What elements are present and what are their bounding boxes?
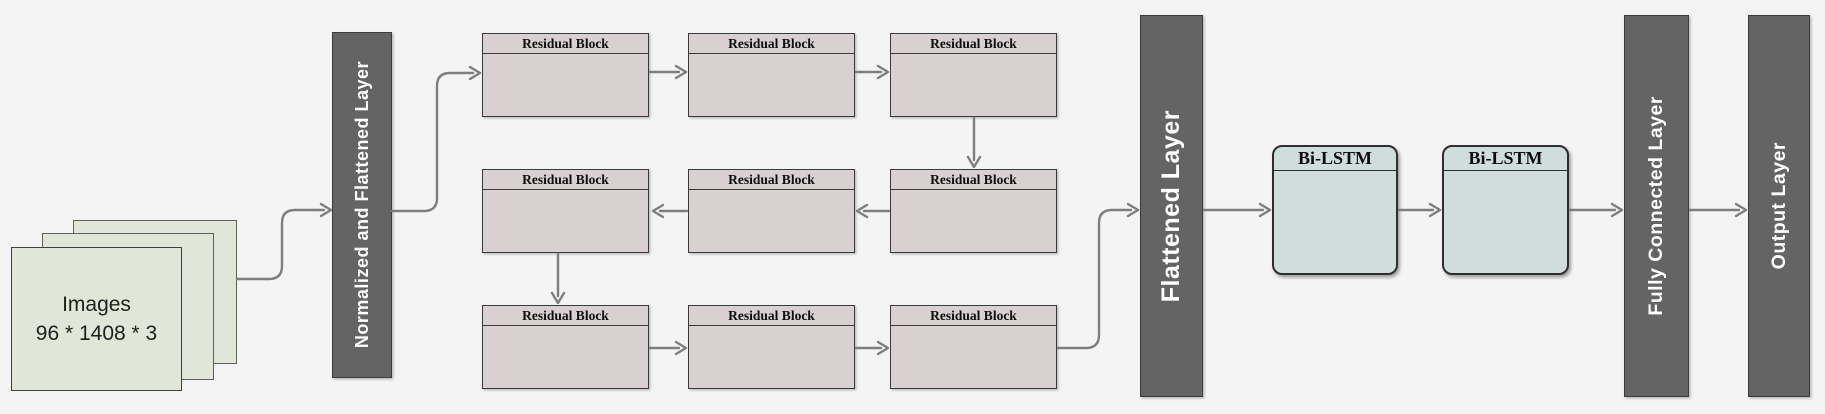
arrow-fully-connected-to-output [1688,202,1748,218]
residual-block-title: Residual Block [483,170,648,190]
residual-block-r2c2: Residual Block [688,169,855,253]
residual-block-title: Residual Block [891,170,1056,190]
residual-block-r3c2: Residual Block [688,305,855,389]
bilstm-title: Bi-LSTM [1274,147,1396,171]
residual-block-r3c1: Residual Block [482,305,649,389]
output-layer-bar: Output Layer [1748,15,1810,397]
arrow-r3c1-to-r3c2 [648,340,688,356]
output-layer-label: Output Layer [1767,142,1790,270]
residual-block-title: Residual Block [891,306,1056,326]
arrow-r2c3-to-r2c2 [855,203,891,219]
residual-block-title: Residual Block [689,34,854,54]
input-dimensions: 96 * 1408 * 3 [35,322,158,345]
residual-block-r1c3: Residual Block [890,33,1057,117]
arrow-flattened-to-bilstm1 [1202,202,1272,218]
residual-block-r2c3: Residual Block [890,169,1057,253]
arrow-normalized-to-residual-r1c1 [390,65,482,213]
residual-block-title: Residual Block [891,34,1056,54]
arrow-r2c2-to-r2c1 [651,203,689,219]
arrow-r3c2-to-r3c3 [854,340,890,356]
arrow-r1c2-to-r1c3 [854,64,890,80]
residual-block-r2c1: Residual Block [482,169,649,253]
flattened-layer-bar: Flattened Layer [1140,15,1203,397]
normalized-flattened-layer-bar: Normalized and Flattened Layer [332,32,392,378]
arrow-bilstm1-to-bilstm2 [1397,202,1442,218]
residual-block-r3c3: Residual Block [890,305,1057,389]
fully-connected-layer-label: Fully Connected Layer [1645,96,1667,316]
flattened-layer-label: Flattened Layer [1157,109,1185,303]
residual-block-title: Residual Block [689,170,854,190]
arrow-r1c3-down-to-r2c3 [966,116,982,169]
input-label: Images [62,292,131,316]
residual-block-title: Residual Block [483,34,648,54]
arrow-r3c3-to-flattened [1056,202,1140,350]
bilstm-box-2: Bi-LSTM [1442,145,1569,275]
arrow-bilstm2-to-fully-connected [1568,202,1624,218]
arrow-images-to-normalized [235,202,333,281]
residual-block-r1c2: Residual Block [688,33,855,117]
arrow-r1c1-to-r1c2 [648,64,688,80]
normalized-flattened-layer-label: Normalized and Flattened Layer [351,61,372,349]
arrow-r2c1-down-to-r3c1 [550,252,566,305]
residual-block-title: Residual Block [483,306,648,326]
bilstm-box-1: Bi-LSTM [1272,145,1398,275]
input-image-card-front: Images 96 * 1408 * 3 [11,247,182,391]
residual-block-title: Residual Block [689,306,854,326]
fully-connected-layer-bar: Fully Connected Layer [1624,15,1689,397]
residual-block-r1c1: Residual Block [482,33,649,117]
bilstm-title: Bi-LSTM [1444,147,1567,171]
